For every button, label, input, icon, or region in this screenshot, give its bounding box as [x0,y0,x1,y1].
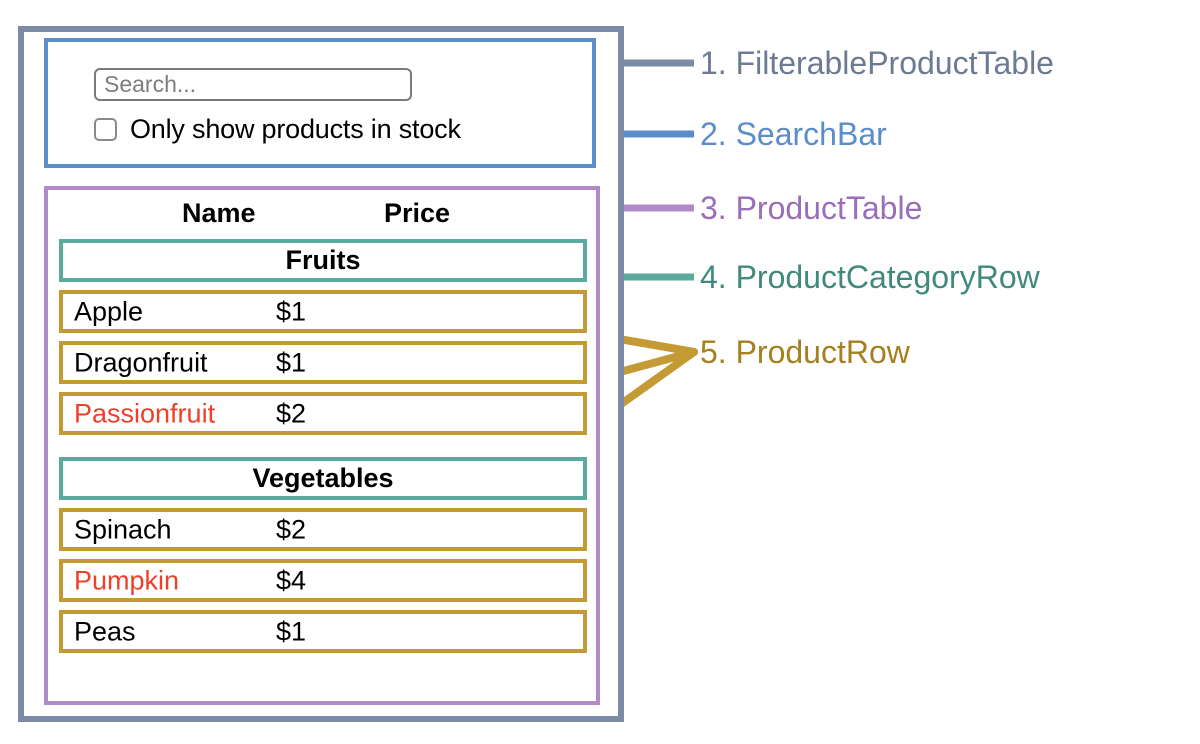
column-header-price: Price [384,198,451,228]
product-category-row-vegetables: Vegetables [59,457,587,500]
product-name: Pumpkin [74,565,180,595]
product-row-dragonfruit: Dragonfruit $1 [59,341,587,384]
product-row-apple: Apple $1 [59,290,587,333]
product-category-label: Fruits [285,245,361,275]
product-category-row-fruits: Fruits [59,239,587,282]
product-price: $2 [276,398,307,428]
filterable-product-table-container: Only show products in stock Name Price F… [18,26,624,722]
product-price: $1 [276,296,307,326]
product-price: $2 [276,514,307,544]
product-name: Dragonfruit [74,347,208,377]
in-stock-checkbox[interactable] [94,118,117,141]
product-price: $1 [276,347,307,377]
product-table-header-row: Name Price [48,196,596,236]
product-row-passionfruit: Passionfruit $2 [59,392,587,435]
in-stock-filter-row[interactable]: Only show products in stock [94,114,461,145]
column-header-name: Name [182,198,256,228]
product-row-spinach: Spinach $2 [59,508,587,551]
search-bar-container: Only show products in stock [44,38,596,168]
product-name: Passionfruit [74,398,216,428]
product-price: $1 [276,616,307,646]
product-price: $4 [276,565,307,595]
in-stock-checkbox-label: Only show products in stock [130,114,461,144]
product-row-peas: Peas $1 [59,610,587,653]
product-name: Apple [74,296,144,326]
legend-item-filterable-product-table: 1. FilterableProductTable [700,45,1054,81]
product-table-container: Name Price Fruits Apple $1 Dragonfruit $… [44,186,600,705]
product-category-label: Vegetables [252,463,394,493]
legend-item-product-table: 3. ProductTable [700,190,923,226]
legend-item-product-category-row: 4. ProductCategoryRow [700,259,1040,295]
search-input[interactable] [94,68,412,101]
product-name: Peas [74,616,136,646]
product-name: Spinach [74,514,172,544]
product-row-pumpkin: Pumpkin $4 [59,559,587,602]
legend-item-product-row: 5. ProductRow [700,334,910,370]
legend-item-search-bar: 2. SearchBar [700,116,887,152]
